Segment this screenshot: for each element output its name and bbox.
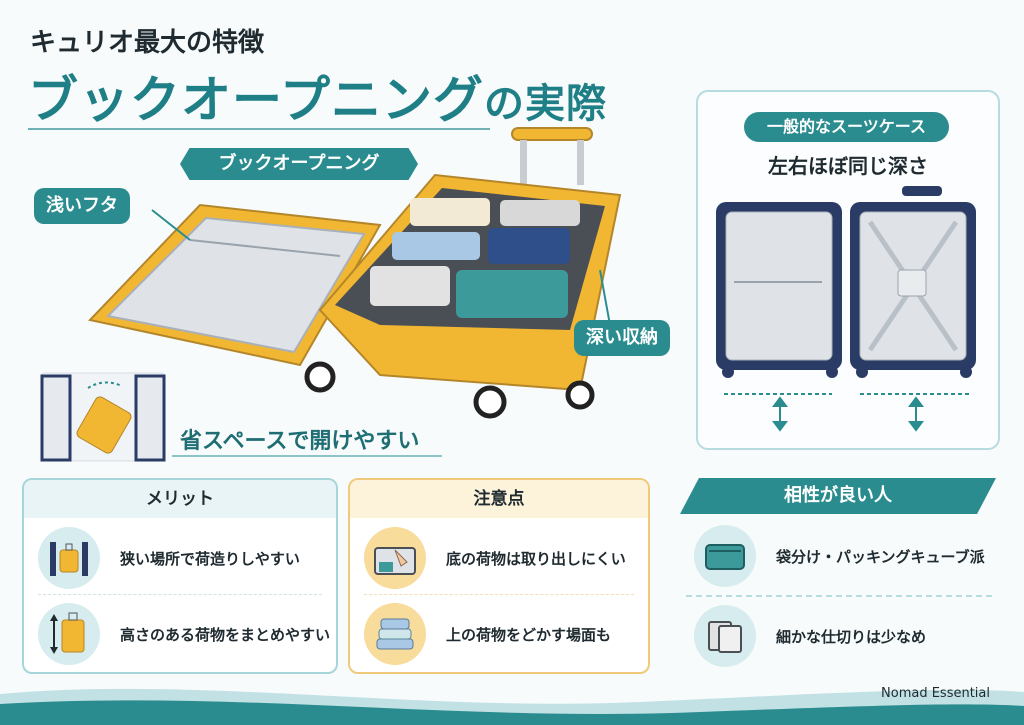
book-opening-banner: ブックオープニング — [180, 148, 418, 180]
packing-cube-teal — [456, 270, 568, 318]
caution-separator — [364, 594, 634, 595]
merit-item: 高さのある荷物をまとめやすい — [38, 602, 330, 666]
compatible-item: 袋分け・パッキングキューブ派 — [694, 524, 985, 588]
shallow-lid-label: 浅いフタ — [34, 188, 130, 224]
packing-cube-icon — [694, 525, 756, 587]
generic-suitcase-badge: 一般的なスーツケース — [744, 112, 949, 142]
caution-item: 上の荷物をどかす場面も — [364, 602, 611, 666]
merit-text: 狭い場所で荷造りしやすい — [120, 549, 300, 568]
compatible-separator — [686, 595, 992, 597]
comparison-caption: 左右ほぼ同じ深さ — [768, 154, 928, 178]
packing-cube-gray — [500, 200, 580, 226]
merit-card: メリット 狭い場所で荷造りしやすい 高さのある荷物をまとめやすい — [22, 478, 338, 674]
divider-pouch-icon — [694, 605, 756, 667]
right-wall — [134, 374, 166, 462]
caution-text: 底の荷物は取り出しにくい — [446, 549, 626, 568]
space-saving-inset — [40, 372, 166, 462]
space-caption: 省スペースで開けやすい — [180, 429, 420, 454]
title-divider — [28, 128, 490, 130]
shallow-lid — [88, 203, 382, 367]
packing-cube-lightblue — [392, 232, 480, 260]
hand-reaching-icon — [364, 527, 426, 589]
page-subtitle: キュリオ最大の特徴 — [30, 28, 265, 58]
mini-suitcase-icon — [76, 396, 132, 454]
deep-storage-label: 深い収納 — [574, 320, 670, 356]
denim-clothes — [488, 228, 570, 264]
suitcase-between-walls-icon — [38, 527, 100, 589]
brand-name: Nomad Essential — [881, 686, 990, 701]
depth-markers — [724, 393, 972, 432]
packing-cube-cream — [410, 198, 490, 226]
stacked-clothes-icon — [364, 603, 426, 665]
tall-suitcase-icon — [38, 603, 100, 665]
title-main: ブックオープニング — [28, 71, 484, 129]
merit-separator — [38, 594, 322, 595]
caution-text: 上の荷物をどかす場面も — [446, 625, 612, 644]
merit-item: 狭い場所で荷造りしやすい — [38, 526, 300, 590]
compatible-text: 袋分け・パッキングキューブ派 — [776, 547, 985, 566]
open-suitcase-illustration — [88, 127, 622, 419]
lid-pointer — [151, 209, 191, 241]
title-suffix: の実際 — [484, 81, 607, 127]
compatible-heading: 相性が良い人 — [680, 478, 996, 514]
generic-suitcase-illustration — [716, 186, 976, 432]
caution-heading: 注意点 — [350, 480, 648, 518]
page-title: ブックオープニングの実際 — [28, 60, 607, 132]
mesh-pouch — [370, 266, 450, 306]
compatible-item: 細かな仕切りは少なめ — [694, 604, 926, 668]
body-pointer — [599, 269, 611, 326]
footer-wave — [0, 688, 1024, 725]
left-wall — [40, 374, 72, 462]
caution-card: 注意点 底の荷物は取り出しにくい 上の荷物をどかす場面も — [348, 478, 650, 674]
merit-heading: メリット — [24, 480, 336, 518]
caution-item: 底の荷物は取り出しにくい — [364, 526, 626, 590]
merit-text: 高さのある荷物をまとめやすい — [120, 625, 331, 644]
telescopic-handle — [511, 127, 593, 185]
space-caption-rule — [172, 455, 442, 457]
wheels — [304, 361, 595, 419]
deep-body — [318, 173, 622, 392]
compatible-text: 細かな仕切りは少なめ — [776, 627, 927, 646]
